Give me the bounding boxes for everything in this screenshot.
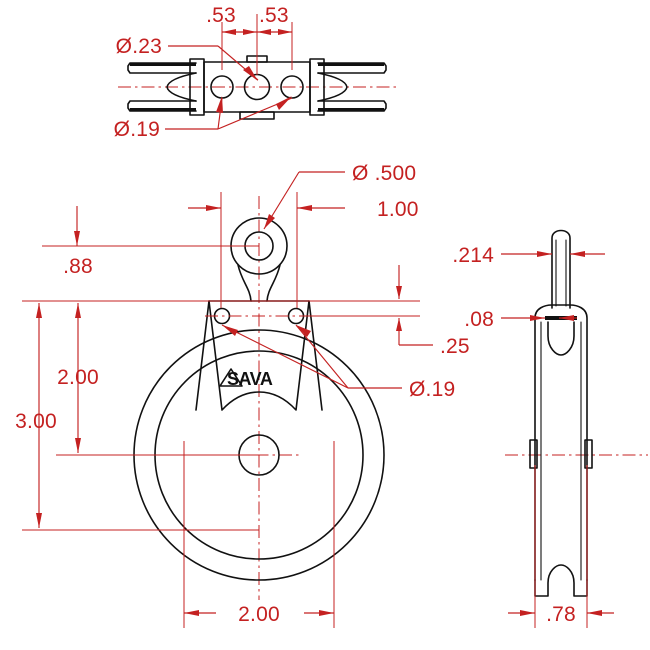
dim-214: .214 — [452, 244, 605, 267]
dim-dia500-label: Ø .500 — [352, 162, 416, 185]
bottom-groove-notch — [534, 564, 588, 597]
eye-shank-inner-lines — [555, 239, 567, 307]
eye-shank-side — [551, 229, 571, 309]
dim-dia500-leader: Ø .500 — [263, 162, 416, 230]
dim-88-label: .88 — [63, 255, 93, 278]
sava-logo-text: SAVA — [227, 369, 273, 389]
dim-88: .88 — [22, 206, 309, 302]
sava-logo: SAVA — [219, 368, 273, 389]
body-inner-shell — [540, 321, 582, 581]
dim-100: 1.00 — [188, 192, 419, 308]
dim-200-horizontal: 2.00 — [183, 441, 335, 628]
upper-groove-notch — [547, 321, 575, 356]
bracket-edge-right — [308, 300, 323, 411]
dim-214-label: .214 — [452, 244, 494, 267]
dim-53-right-label: .53 — [259, 4, 289, 27]
dim-53-left-label: .53 — [206, 4, 236, 27]
dim-200-horizontal-label: 2.00 — [238, 603, 280, 626]
body-outer-shell — [534, 304, 588, 581]
bracket-edge-left — [195, 300, 210, 411]
dim-dia19-top-label: Ø.19 — [114, 118, 160, 141]
right-side-view: .214 .08 .78 — [452, 229, 648, 628]
top-view: .53 .53 Ø.23 Ø.19 — [114, 4, 400, 141]
axle-boss-left — [529, 439, 538, 469]
dim-300-label: 3.00 — [15, 410, 57, 433]
dim-78: .78 — [508, 465, 614, 628]
sheave-right-profile — [317, 62, 387, 112]
dim-dia23-leader: Ø.23 — [116, 35, 259, 81]
dim-25-label: .25 — [440, 335, 470, 358]
dim-100-label: 1.00 — [377, 198, 419, 221]
dim-53-chain: .53 .53 — [206, 4, 293, 75]
dim-300: 3.00 — [15, 303, 259, 531]
dim-25: .25 — [303, 265, 470, 358]
eye-neck-left — [237, 264, 252, 302]
dim-dia19-leader-front: Ø.19 — [221, 324, 455, 401]
bracket-tab-bottom — [239, 111, 275, 120]
dim-08: .08 — [464, 308, 577, 331]
dim-200-vertical: 2.00 — [56, 303, 259, 456]
sheave-left-profile — [127, 62, 197, 112]
eye-neck-right — [266, 264, 281, 302]
front-view: SAVA Ø .500 1.00 .88 — [15, 162, 470, 628]
dim-78-label: .78 — [546, 603, 576, 626]
dim-200-vertical-label: 2.00 — [57, 366, 99, 389]
axle-boss-right — [584, 439, 593, 469]
dim-dia19-leader-top: Ø.19 — [114, 96, 293, 141]
dim-08-label: .08 — [464, 308, 494, 331]
dim-dia23-label: Ø.23 — [116, 35, 162, 58]
dim-dia19-front-label: Ø.19 — [409, 378, 455, 401]
bracket-plate-front — [208, 300, 310, 411]
triangle-icon — [219, 368, 243, 387]
